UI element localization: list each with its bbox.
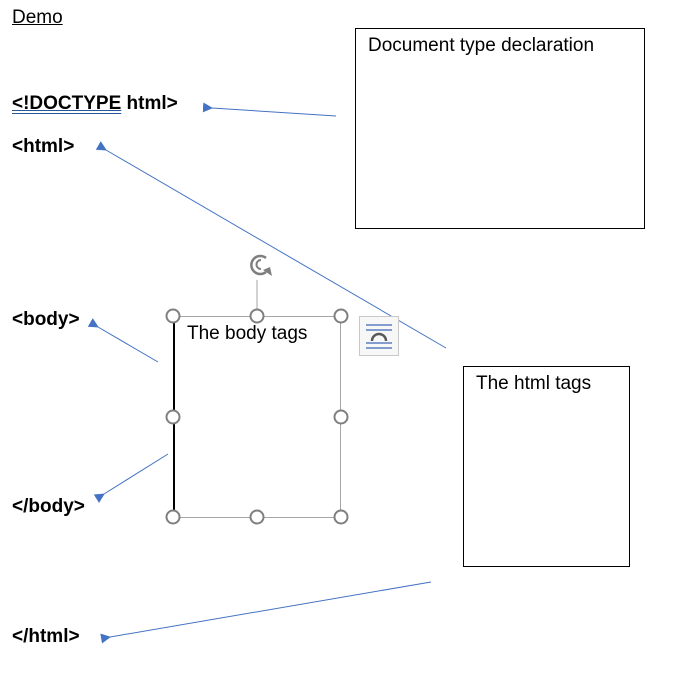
html-close-tag: </html> (12, 626, 80, 647)
resize-handle-sw (165, 509, 181, 525)
doctype-callout-text: Document type declaration (368, 35, 595, 56)
body-open-tag: <body> (12, 309, 80, 330)
body-close-arrow (93, 453, 169, 504)
html-open-tag: <html> (12, 136, 75, 157)
doctype-arrow (202, 102, 337, 117)
html-open-arrow (95, 141, 447, 349)
resize-handle-s (249, 509, 265, 525)
layout-options-button[interactable] (359, 316, 399, 356)
resize-handle-n (249, 308, 265, 324)
resize-handle-se (333, 509, 349, 525)
doctype-callout-box[interactable]: Document type declaration (355, 28, 645, 229)
resize-handle-w (165, 409, 181, 425)
body-open-arrow (87, 318, 159, 363)
rotate-handle-icon (250, 254, 272, 276)
resize-handle-ne (333, 308, 349, 324)
doctype-rest: html> (121, 93, 178, 114)
html-close-arrow (100, 581, 432, 644)
html-callout-box[interactable]: The html tags (463, 366, 630, 567)
doctype-keyword: <!DOCTYPE (12, 93, 122, 114)
html-callout-text: The html tags (476, 373, 592, 394)
resize-handle-e (333, 409, 349, 425)
layout-options-icon (366, 324, 392, 349)
page-title: Demo (12, 7, 63, 28)
resize-handles (165, 308, 349, 525)
resize-handle-nw (165, 308, 181, 324)
body-callout-text: The body tags (187, 323, 308, 344)
body-close-tag: </body> (12, 496, 85, 517)
doctype-line: <!DOCTYPE html> (12, 93, 178, 115)
